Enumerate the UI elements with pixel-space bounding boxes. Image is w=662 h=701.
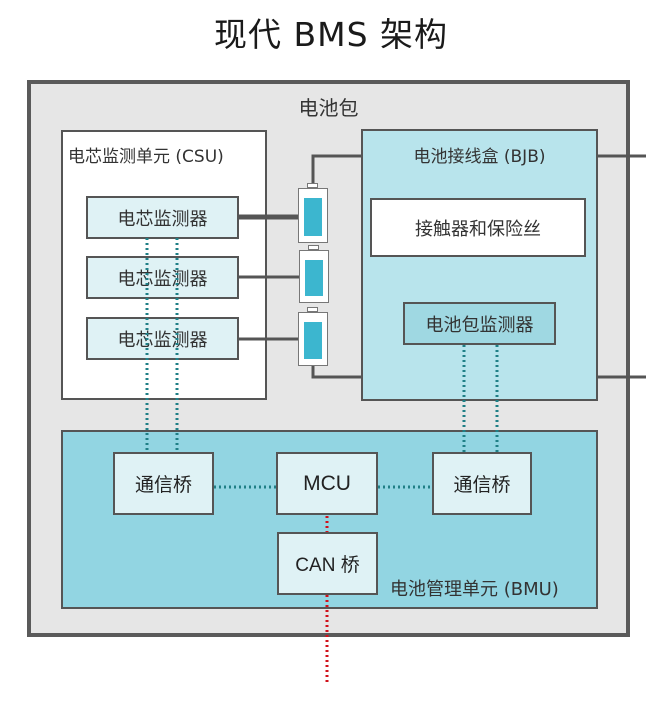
battery-pack-label: 电池包 [298, 96, 359, 120]
bjb-label: 电池接线盒 (BJB) [413, 147, 546, 167]
bmu-label: 电池管理单元 (BMU) [390, 579, 559, 600]
battery-cell-icon [305, 260, 323, 296]
cell-monitor-3: 电芯监测器 [86, 317, 239, 360]
csu-label: 电芯监测单元 (CSU) [68, 147, 224, 167]
battery-cell-terminal-icon [307, 183, 318, 188]
cell-monitor-2: 电芯监测器 [86, 256, 239, 299]
battery-cell-icon [304, 198, 322, 236]
battery-cell-2 [299, 245, 329, 303]
cell-bottom-bjb-wire [311, 366, 361, 379]
comm-bridge-right: 通信桥 [432, 452, 532, 515]
battery-cell-terminal-icon [308, 245, 319, 250]
battery-cell-1 [298, 183, 328, 243]
battery-cell-terminal-icon [307, 307, 318, 312]
mcu-box: MCU [276, 452, 378, 515]
comm-bridge-left: 通信桥 [113, 452, 214, 515]
diagram-title: 现代 BMS 架构 [213, 15, 449, 54]
cell-top-bjb-wire [311, 154, 361, 187]
cell-monitor-1: 电芯监测器 [86, 196, 239, 239]
battery-cell-3 [298, 307, 328, 366]
battery-cell-icon [304, 322, 322, 359]
can-bridge-box: CAN 桥 [277, 532, 378, 595]
contactor-fuse-box: 接触器和保险丝 [370, 198, 586, 257]
pack-monitor-box: 电池包监测器 [403, 302, 556, 345]
bjb-box [361, 129, 598, 401]
